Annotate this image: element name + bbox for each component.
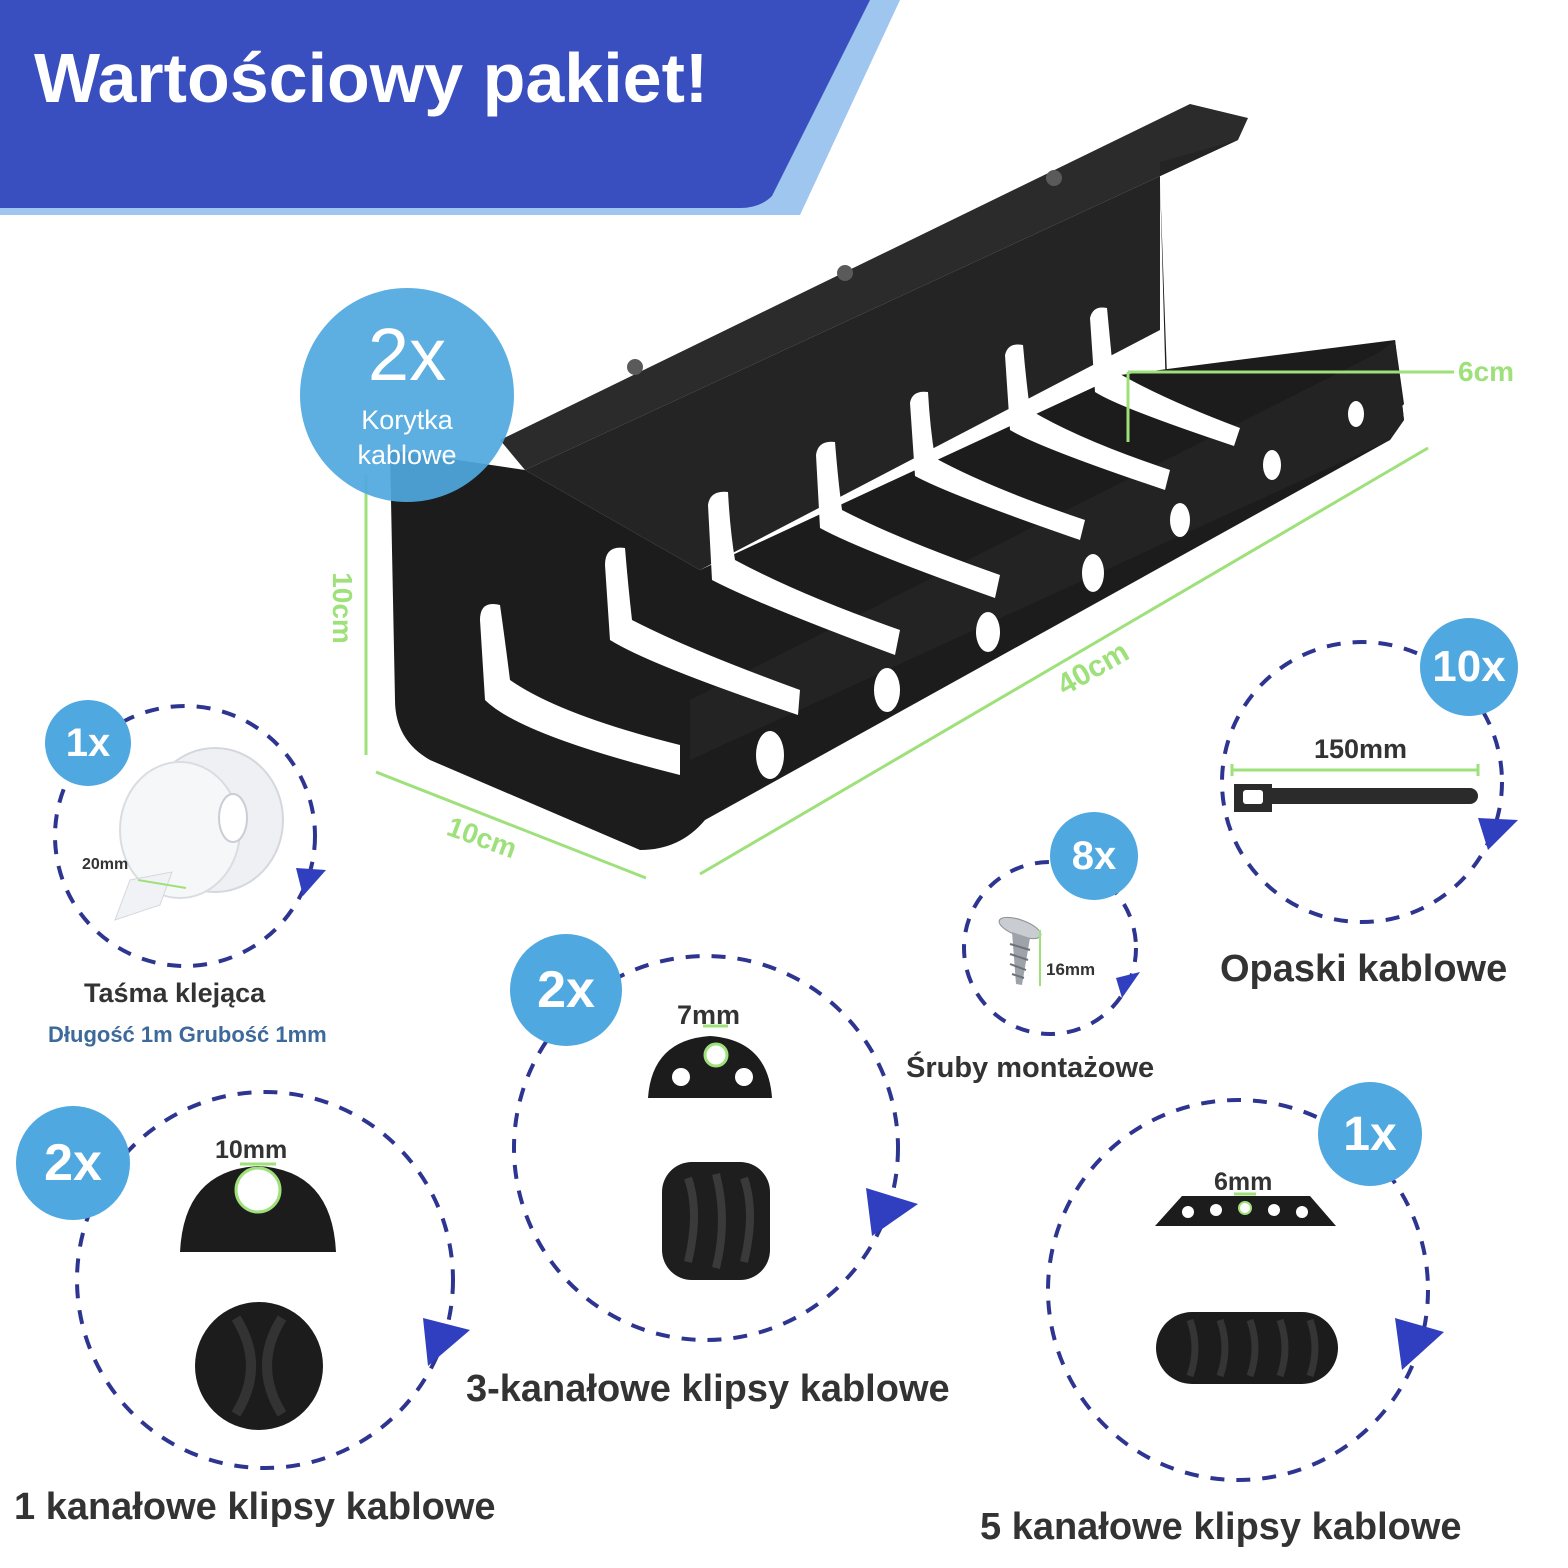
screws-quantity-badge: 8x [1050, 812, 1138, 900]
clip3-caption: 3-kanałowe klipsy kablowe [466, 1368, 950, 1410]
tray-depth-label: 6cm [1458, 356, 1515, 387]
clip3-ring [512, 954, 900, 1342]
straps-ring [1220, 640, 1504, 924]
straps-dimension-label: 150mm [1314, 734, 1408, 764]
screws-ring [962, 860, 1138, 1036]
velcro-strap-image [1230, 764, 1480, 812]
clip5-dimension-label: 6mm [1214, 1168, 1273, 1196]
ring-arrowheads [296, 818, 1518, 1370]
clip5-caption: 5 kanałowe klipsy kablowe [980, 1506, 1462, 1548]
page-title: Wartościowy pakiet! [34, 39, 709, 117]
screws-caption: Śruby montażowe [906, 1052, 1155, 1084]
tape-ring [53, 704, 317, 968]
clip3-dimension-label: 7mm [677, 1000, 741, 1030]
adhesive-tape-image [114, 747, 284, 921]
tray-name-line1: Korytka [361, 405, 453, 435]
screw-image [998, 916, 1042, 986]
tray-quantity-badge: 2x Korytka kablowe [300, 288, 514, 502]
clip1-ring [75, 1090, 455, 1470]
tape-dimension-label: 20mm [82, 856, 129, 873]
clip1-image [180, 1162, 336, 1430]
tape-quantity-badge: 1x [45, 700, 131, 786]
screws-dimension-label: 16mm [1046, 960, 1096, 979]
clip3-image [648, 1024, 772, 1280]
tray-quantity: 2x [367, 313, 447, 396]
tray-dimension-lines [364, 370, 1454, 880]
clip5-image [1155, 1192, 1338, 1384]
clip3-quantity-badge: 2x [510, 934, 622, 1046]
straps-quantity-badge: 10x [1420, 618, 1518, 716]
straps-caption: Opaski kablowe [1220, 948, 1508, 990]
clip1-caption: 1 kanałowe klipsy kablowe [14, 1486, 496, 1528]
tape-caption: Taśma klejąca [84, 978, 266, 1008]
clip5-quantity-badge: 1x [1318, 1082, 1422, 1186]
clip1-dimension-label: 10mm [215, 1136, 288, 1164]
dashed-rings [53, 640, 1504, 1482]
tape-subcaption: Długość 1m Grubość 1mm [48, 1022, 327, 1047]
cable-tray-image [390, 104, 1404, 850]
title-banner [0, 0, 900, 215]
tray-name-line2: kablowe [357, 440, 457, 470]
clip5-ring [1046, 1098, 1430, 1482]
clip1-quantity-badge: 2x [16, 1106, 130, 1220]
tray-height-label: 10cm [326, 572, 358, 644]
